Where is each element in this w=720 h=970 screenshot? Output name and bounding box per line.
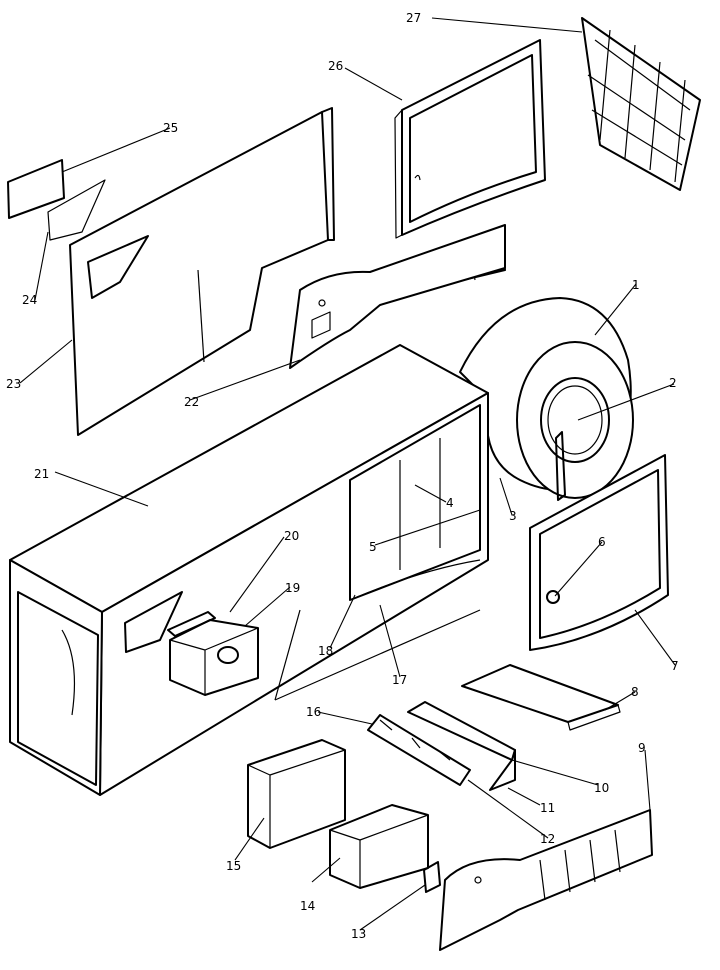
- callout-3: 3: [509, 509, 517, 523]
- callout-26: 26: [328, 59, 343, 73]
- part-19-control-box: [167, 611, 259, 696]
- part-24-filter: [47, 179, 106, 241]
- callout-16: 16: [306, 705, 321, 719]
- part-23-side-panel: [69, 107, 335, 436]
- callout-10: 10: [594, 781, 609, 795]
- callout-17: 17: [392, 673, 407, 687]
- part-12-base-rail: [367, 714, 471, 786]
- part-8-plate: [461, 664, 621, 731]
- callout-20: 20: [284, 529, 299, 543]
- callout-4: 4: [446, 496, 454, 510]
- callout-23: 23: [6, 377, 21, 391]
- callout-27: 27: [406, 11, 421, 25]
- part-13-clip: [423, 861, 441, 893]
- callout-2: 2: [669, 376, 677, 390]
- callout-7: 7: [671, 659, 679, 673]
- part-9-front-grille: [439, 809, 653, 951]
- callout-11: 11: [540, 801, 555, 815]
- part-15-bracket: [247, 739, 346, 849]
- callout-18: 18: [318, 644, 333, 658]
- callout-19: 19: [285, 581, 300, 595]
- part-21-cabinet: [9, 344, 489, 796]
- callout-13: 13: [351, 927, 366, 941]
- callout-1: 1: [632, 278, 640, 292]
- callout-22: 22: [184, 395, 199, 409]
- part-25-filter: [7, 159, 65, 219]
- callout-15: 15: [226, 859, 241, 873]
- callout-5: 5: [369, 540, 377, 554]
- callout-6: 6: [598, 535, 606, 549]
- callout-24: 24: [22, 293, 37, 307]
- callout-12: 12: [540, 832, 555, 846]
- callout-9: 9: [638, 741, 646, 755]
- callout-25: 25: [163, 121, 178, 135]
- part-10-channel: [407, 701, 516, 791]
- part-7-door-panel: [529, 454, 669, 651]
- leader-lines: [19, 17, 676, 931]
- callout-8: 8: [631, 685, 639, 699]
- part-1-blower: [459, 297, 634, 501]
- part-22-front-panel: [289, 224, 506, 369]
- callout-21: 21: [34, 467, 49, 481]
- callout-14: 14: [300, 899, 315, 913]
- part-27-grille: [581, 17, 701, 191]
- callout-labels: 27 26 25 24 23 22 1 2 21 4 3 20 5 6 19 1…: [6, 11, 679, 941]
